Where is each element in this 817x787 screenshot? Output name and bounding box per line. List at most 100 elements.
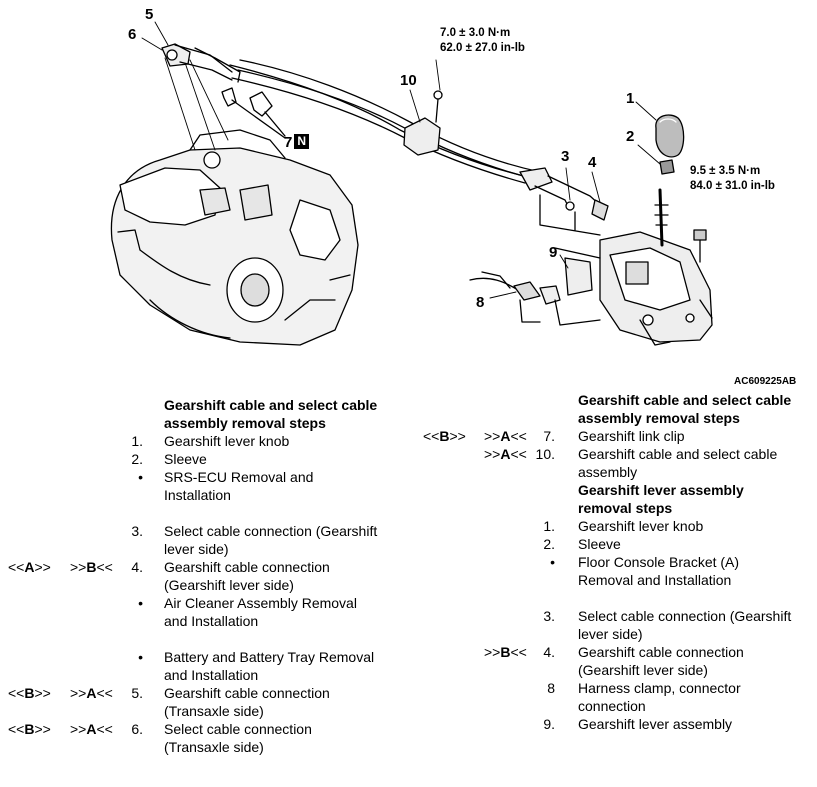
step-text: Air Cleaner Assembly Removal	[164, 595, 357, 611]
n-marker: N	[294, 134, 310, 149]
gearshift-lever-assembly	[599, 188, 713, 346]
step-number: 1.	[131, 433, 143, 449]
step-number: 6.	[131, 721, 143, 737]
step-item: <<B>> >>A<< 7. Gearshift link clip	[420, 427, 817, 445]
step-item: 2.Sleeve	[420, 535, 817, 553]
step-ref-b: >>B<<	[484, 644, 527, 660]
step-item: <<B>>>>A<<6.Select cable connection(Tran…	[0, 720, 410, 756]
step-item: 2. Sleeve	[0, 450, 410, 468]
step-number: 4.	[543, 644, 555, 660]
step-text: (Transaxle side)	[164, 703, 264, 719]
left-title-line2: assembly removal steps	[164, 415, 326, 431]
step-text: and Installation	[164, 613, 259, 629]
step-item: • Air Cleaner Assembly Removal and Install…	[0, 594, 410, 630]
step-ref-a: <<B>>	[8, 685, 51, 701]
left-step-list: 1. Gearshift lever knob 2. Sleeve • SRS-ECU R…	[0, 432, 410, 756]
gearshift-cable-exploded-diagram	[110, 21, 713, 346]
step-text: Gearshift lever knob	[164, 433, 290, 449]
right-step-list: <<B>> >>A<< 7. Gearshift link clip>>A<< 10. G…	[420, 427, 817, 481]
step-text: Gearshift link clip	[578, 428, 685, 444]
step-item: >>A<<10.Gearshift cable and select cable…	[420, 445, 817, 481]
part-label-8: 8	[476, 294, 485, 311]
step-text: Gearshift cable connection	[164, 559, 330, 575]
step-text: SRS-ECU Removal and	[164, 469, 314, 485]
step-number: 5.	[131, 685, 143, 701]
step-text: connection	[578, 698, 646, 714]
torque-spec-top: 7.0 ± 3.0 N·m 62.0 ± 27.0 in-lb	[440, 26, 525, 56]
part-label-1: 1	[626, 90, 635, 107]
step-text: assembly	[578, 464, 638, 480]
cable-bracket	[403, 90, 443, 156]
step-item: 1. Gearshift lever knob	[0, 432, 410, 450]
right-title-line2: assembly removal steps	[578, 410, 740, 426]
step-number: 2.	[131, 451, 143, 467]
step-ref-b: >>B<<	[70, 559, 113, 575]
torque-right-inlb: 84.0 ± 31.0 in-lb	[690, 180, 775, 192]
link-clips	[221, 87, 286, 139]
step-text: Gearshift lever knob	[578, 518, 704, 534]
part-label-5: 5	[145, 6, 154, 23]
step-item: >>B<< 4. Gearshift cable connection (Gearsh…	[420, 643, 817, 679]
step-item: 1. Gearshift lever knob	[420, 517, 817, 535]
step-ref-b: >>A<<	[484, 446, 527, 462]
step-text: (Transaxle side)	[164, 739, 264, 755]
step-text: lever side)	[164, 541, 229, 557]
figure-id: AC609225AB	[734, 376, 797, 387]
step-text: Harness clamp, connector	[578, 680, 741, 696]
step-number: •	[138, 595, 143, 611]
lever-title-line1: Gearshift lever assembly	[578, 482, 744, 498]
step-text: (Gearshift lever side)	[578, 662, 708, 678]
right-section-title: Gearshift cable and select cable assembl…	[420, 391, 817, 427]
step-ref-b: >>A<<	[70, 685, 113, 701]
lever-side-cable-ends	[519, 167, 609, 236]
part-label-9: 9	[549, 244, 558, 261]
step-ref-a: <<B>>	[423, 428, 466, 444]
step-number: 7.	[543, 428, 555, 444]
step-text: (Gearshift lever side)	[164, 577, 294, 593]
step-item: <<A>> >>B<< 4. Gearshift cable connection (G…	[0, 558, 410, 594]
step-text: and Installation	[164, 667, 259, 683]
step-number: 10.	[535, 446, 555, 462]
step-ref-b: >>A<<	[484, 428, 527, 444]
torque-top-inlb: 62.0 ± 27.0 in-lb	[440, 42, 525, 54]
bracket-bolt	[693, 229, 707, 263]
part-label-4: 4	[588, 154, 597, 171]
step-ref-a: <<A>>	[8, 559, 51, 575]
part-label-2: 2	[626, 128, 635, 145]
step-number: 3.	[131, 523, 143, 539]
step-number: •	[550, 554, 555, 570]
lever-knob	[655, 114, 685, 158]
step-text: Removal and Installation	[578, 572, 732, 588]
step-text: Battery and Battery Tray Removal	[164, 649, 375, 665]
select-bracket	[554, 247, 601, 296]
step-number: 2.	[543, 536, 555, 552]
step-text: lever side)	[578, 626, 643, 642]
step-number: 1.	[543, 518, 555, 534]
step-item: 9. Gearshift lever assembly	[420, 715, 817, 733]
step-number: •	[138, 649, 143, 665]
torque-top-nm: 7.0 ± 3.0 N·m	[440, 27, 511, 39]
step-text: Gearshift cable connection	[164, 685, 330, 701]
step-text: Installation	[164, 487, 231, 503]
lever-sleeve	[659, 159, 675, 175]
step-text: Sleeve	[164, 451, 207, 467]
part-label-10: 10	[400, 72, 417, 89]
torque-right-nm: 9.5 ± 3.5 N·m	[690, 165, 761, 177]
step-item: • Battery and Battery Tray Removal and Ins…	[0, 648, 410, 684]
left-section-title: Gearshift cable and select cable assembl…	[0, 396, 410, 432]
step-text: Gearshift cable connection	[578, 644, 744, 660]
step-number: 9.	[543, 716, 555, 732]
step-ref-b: >>A<<	[70, 721, 113, 737]
step-item: •Floor Console Bracket (A)Removal and In…	[420, 553, 817, 589]
step-text: Select cable connection (Gearshift	[578, 608, 792, 624]
step-text: Select cable connection	[164, 721, 312, 737]
part-label-3: 3	[561, 148, 570, 165]
step-number: 4.	[131, 559, 143, 575]
lever-title-line2: removal steps	[578, 500, 673, 516]
step-text: Gearshift lever assembly	[578, 716, 733, 732]
